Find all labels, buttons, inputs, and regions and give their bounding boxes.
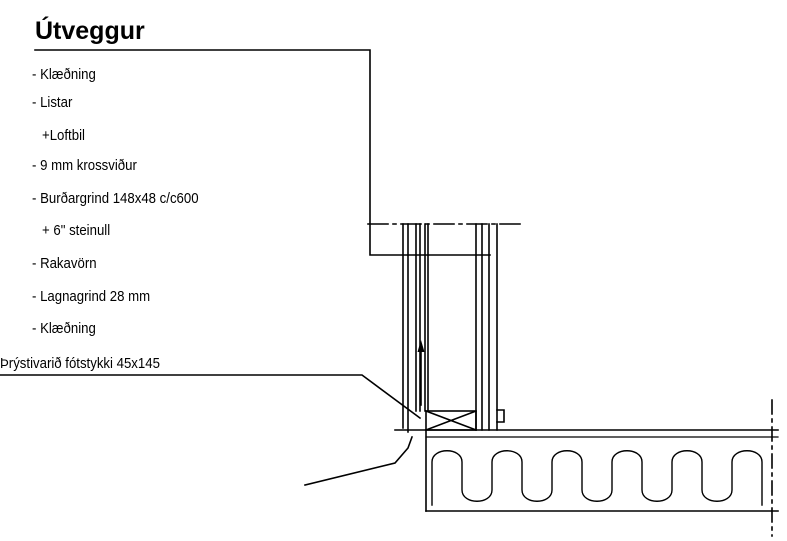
stud-frame	[475, 223, 505, 431]
air-gap-arrow	[417, 340, 425, 406]
foundation-slab	[425, 429, 779, 512]
layer-label-cladding-inner: - Klæðning	[32, 320, 96, 337]
layer-label-insulation: + 6" steinull	[42, 222, 111, 239]
sole-plate	[424, 409, 478, 432]
layer-label-air-gap: +Loftbil	[42, 127, 85, 144]
sole-plate-label: Þrýstivarið fótstykki 45x145	[0, 355, 160, 372]
battens-and-plywood	[415, 223, 429, 412]
slab-insulation-pattern	[431, 450, 763, 506]
layer-label-plywood: - 9 mm krossviður	[32, 157, 137, 174]
title-leader-line	[34, 49, 491, 256]
drawing-title: Útveggur	[35, 17, 145, 45]
layer-label-battens: - Listar	[32, 94, 73, 111]
flashing-leader-line	[304, 435, 414, 486]
layer-label-vapour-barrier: - Rakavörn	[32, 255, 97, 272]
sole-plate-leader-line	[0, 374, 422, 420]
layer-label-service-frame: - Lagnagrind 28 mm	[32, 288, 151, 305]
outer-cladding	[402, 223, 409, 433]
layer-label-cladding-outer: - Klæðning	[32, 66, 96, 83]
layer-label-frame: - Burðargrind 148x48 c/c600	[32, 190, 199, 207]
